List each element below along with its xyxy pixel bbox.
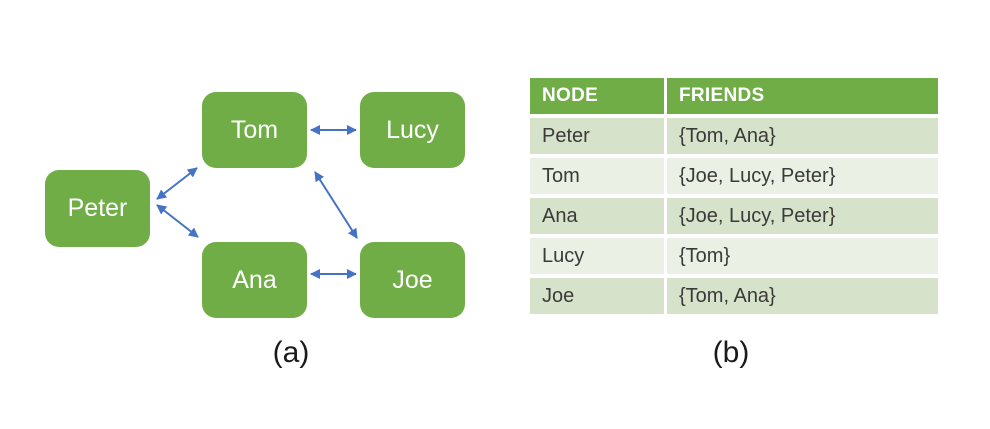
table-row: Lucy {Tom} [530,238,938,274]
graph-node-label: Joe [392,265,433,294]
table-row: Ana {Joe, Lucy, Peter} [530,198,938,234]
cell-friends: {Tom, Ana} [667,278,938,314]
cell-node: Ana [530,198,664,234]
cell-friends: {Joe, Lucy, Peter} [667,158,938,194]
cell-friends: {Tom} [667,238,938,274]
edge-tom-joe [314,171,358,239]
graph-node-label: Tom [230,115,279,144]
graph-node-tom: Tom [202,92,307,168]
graph-node-joe: Joe [360,242,465,318]
table-header-friends: FRIENDS [667,78,938,114]
table-row: Tom {Joe, Lucy, Peter} [530,158,938,194]
table-row: Joe {Tom, Ana} [530,278,938,314]
graph-node-label: Lucy [386,115,439,144]
table-header-row: NODE FRIENDS [530,78,938,114]
graph-node-label: Peter [67,194,128,222]
edge-peter-tom [156,167,198,200]
cell-node: Tom [530,158,664,194]
caption-panel-b: (b) [712,336,750,369]
table-row: Peter {Tom, Ana} [530,118,938,154]
graph-node-lucy: Lucy [360,92,465,168]
edge-peter-ana [156,204,199,238]
graph-node-label: Ana [232,265,277,294]
cell-friends: {Joe, Lucy, Peter} [667,198,938,234]
cell-node: Peter [530,118,664,154]
graph-node-ana: Ana [202,242,307,318]
cell-friends: {Tom, Ana} [667,118,938,154]
table-header-node: NODE [530,78,664,114]
caption-panel-a: (a) [272,336,310,369]
cell-node: Lucy [530,238,664,274]
graph-node-peter: Peter [45,170,150,247]
friends-table: NODE FRIENDS Peter {Tom, Ana} Tom {Joe, … [530,78,938,318]
cell-node: Joe [530,278,664,314]
